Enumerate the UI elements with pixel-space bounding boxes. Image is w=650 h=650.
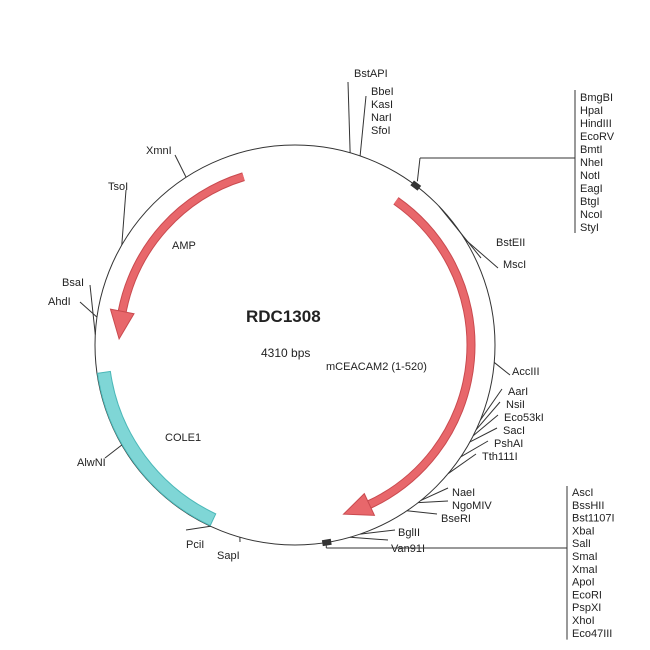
site-tick-BglII: [360, 529, 396, 535]
site-tick-NaeI: [420, 487, 449, 501]
site-tick-SacI: [469, 427, 498, 443]
mcs1-label-EcoRV: EcoRV: [580, 131, 615, 143]
site-label-NgoMIV: NgoMIV: [452, 500, 492, 512]
site-tick-Van91I: [350, 536, 389, 541]
site-tick-AlwNI: [104, 444, 123, 459]
site-tick-NgoMIV: [418, 500, 449, 504]
site-label-NsiI: NsiI: [506, 399, 525, 411]
mcs1-leader: [416, 157, 421, 182]
site-label-BbeI: BbeI: [371, 86, 394, 98]
site-label-Tth111I: Tth111I: [482, 451, 518, 463]
site-label-BstAPI: BstAPI: [354, 68, 388, 80]
mcs2-label-BssHII: BssHII: [572, 500, 604, 512]
site-tick-NsiI: [475, 401, 501, 430]
feature-label-ori: COLE1: [165, 432, 201, 444]
insert-arrow: [367, 197, 475, 508]
plasmid-name: RDC1308: [246, 307, 321, 326]
site-label-KasI: KasI: [371, 99, 393, 111]
site-label-AarI: AarI: [508, 386, 528, 398]
site-tick-MscI: [464, 238, 499, 269]
site-label-BglII: BglII: [398, 527, 420, 539]
site-tick-BseRI: [406, 510, 438, 515]
site-tick-TsoI: [121, 189, 127, 246]
site-tick-BstAPI: [347, 81, 351, 153]
site-label-PshAI: PshAI: [494, 438, 523, 450]
mcs1-label-HindIII: HindIII: [580, 118, 612, 130]
mcs1-label-BtgI: BtgI: [580, 196, 600, 208]
site-label-SfoI: SfoI: [371, 125, 391, 137]
insert-arrow-outline: [367, 197, 476, 509]
mcs1-label-EagI: EagI: [580, 183, 603, 195]
plasmid-size: 4310 bps: [261, 346, 310, 360]
mcs1-label-NotI: NotI: [580, 170, 600, 182]
site-label-AlwNI: AlwNI: [77, 457, 106, 469]
mcs1-label-NheI: NheI: [580, 157, 603, 169]
plasmid-backbone: [94, 144, 496, 546]
mcs2-label-Bst1107I: Bst1107I: [572, 513, 615, 525]
site-tick-PshAI: [460, 440, 489, 458]
mcs1-label-StyI: StyI: [580, 222, 599, 234]
site-label-PciI: PciI: [186, 539, 204, 551]
site-label-AhdI: AhdI: [48, 296, 71, 308]
site-tick-AccIII: [493, 362, 511, 376]
mcs2-label-XbaI: XbaI: [572, 525, 595, 537]
mcs2-label-SalI: SalI: [572, 538, 591, 550]
site-label-NaeI: NaeI: [452, 487, 475, 499]
site-tick-XmnI: [174, 154, 187, 178]
site-label-SacI: SacI: [503, 425, 525, 437]
mcs1-label-BmgBI: BmgBI: [580, 92, 613, 104]
site-tick-AarI: [480, 388, 503, 421]
site-tick-AhdI: [79, 301, 98, 318]
site-label-Eco53kI: Eco53kI: [504, 412, 544, 424]
mcs2-label-XmaI: XmaI: [572, 564, 598, 576]
site-label-Van91I: Van91I: [391, 543, 425, 555]
site-tick-BsaI: [89, 284, 96, 335]
site-label-XmnI: XmnI: [146, 145, 172, 157]
mcs1-label-NcoI: NcoI: [580, 209, 603, 221]
site-label-SapI: SapI: [217, 550, 240, 562]
site-label-BseRI: BseRI: [441, 513, 471, 525]
mcs1-label-HpaI: HpaI: [580, 105, 603, 117]
mcs2-label-PspXI: PspXI: [572, 602, 601, 614]
site-tick-Eco53kI: [472, 414, 499, 437]
feature-label-amp: AMP: [172, 240, 196, 252]
mcs1-label-BmtI: BmtI: [580, 144, 603, 156]
mcs2-label-ApoI: ApoI: [572, 577, 595, 589]
site-tick-Tth111I: [447, 453, 477, 474]
mcs2-label-Eco47III: Eco47III: [572, 628, 612, 640]
site-label-MscI: MscI: [503, 259, 526, 271]
amp-arrow: [118, 173, 245, 313]
site-tick-BstEII: [438, 205, 482, 259]
site-tick-PciI: [185, 525, 211, 531]
mcs1-marker: [410, 180, 422, 191]
site-label-NarI: NarI: [371, 112, 392, 124]
site-label-TsoI: TsoI: [108, 181, 128, 193]
site-label-BstEII: BstEII: [496, 237, 525, 249]
mcs2-label-SmaI: SmaI: [572, 551, 598, 563]
cole1-feature: [98, 371, 216, 525]
site-label-BsaI: BsaI: [62, 277, 84, 289]
feature-label-insert: mCEACAM2 (1-520): [326, 361, 427, 373]
mcs2-label-XhoI: XhoI: [572, 615, 595, 627]
insert-arrow-head: [342, 492, 376, 516]
site-tick-bbei-group: [359, 95, 367, 156]
site-label-AccIII: AccIII: [512, 366, 540, 378]
mcs2-label-AscI: AscI: [572, 487, 593, 499]
amp-arrow-head: [109, 308, 135, 341]
mcs2-label-EcoRI: EcoRI: [572, 589, 602, 601]
mcs2-marker: [321, 538, 332, 547]
